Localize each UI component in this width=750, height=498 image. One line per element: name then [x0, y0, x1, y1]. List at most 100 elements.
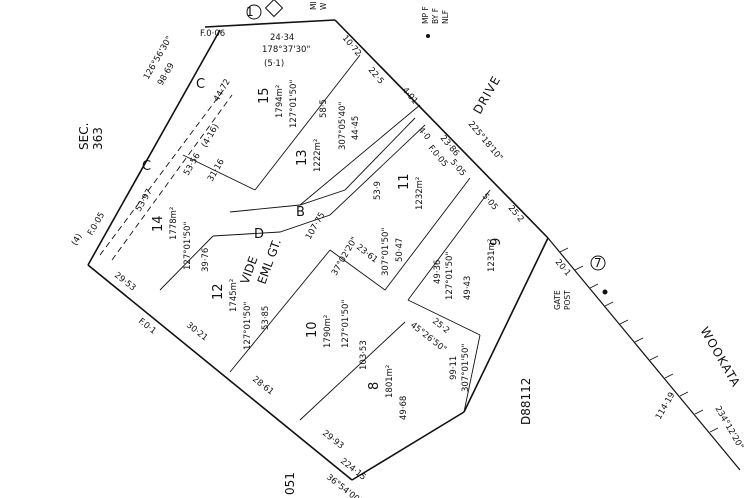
lot-14-number: 14: [151, 215, 166, 232]
drive-label: DRIVE: [470, 73, 503, 116]
lot-13-bearing: 307°05'40": [338, 102, 348, 150]
dim-gate201: 20·1: [553, 258, 573, 279]
lot-8-area: 1801m²: [385, 365, 395, 398]
lot-10-side: 103·53: [359, 340, 369, 370]
dim-w5397: 53·97: [134, 187, 155, 213]
lot-8-number: 8: [367, 382, 382, 390]
fragment-bottom: 051: [283, 472, 297, 495]
lot-8-side: 99·11: [449, 356, 459, 380]
lot9-lot8: [407, 299, 481, 336]
lot-13-number: 13: [295, 149, 310, 166]
lot-10-bearing: 127°01'50": [341, 300, 351, 348]
dim-brg3702: 37°02'20": [330, 235, 360, 277]
lot-11-bearing: 307°01'50": [381, 228, 391, 276]
gate-post-line2: POST: [563, 290, 572, 310]
lot-9-side2: 49·43: [463, 276, 473, 300]
gate-post-point: [602, 289, 608, 295]
lot-12-number: 12: [211, 283, 226, 300]
dim-drive-brg: 225°18'10": [466, 120, 505, 164]
lot8-east: [463, 334, 481, 413]
dim-w3021: 30·21: [184, 320, 209, 343]
dashed-easement-2: [111, 94, 233, 261]
wookata-road-edge: [547, 237, 741, 471]
lot-12-area: 1745m²: [229, 279, 239, 312]
lot-13-side: 44·45: [351, 116, 361, 140]
left-boundary: [87, 29, 221, 266]
south-boundary: [87, 264, 353, 481]
dim-w4472: 44·72: [212, 77, 233, 103]
lot-11-side2: 53·9: [373, 181, 383, 200]
dim-top-len: 24·34: [270, 33, 294, 43]
note-right-1: MP F: [421, 6, 430, 24]
lot8-bottom: [351, 411, 465, 481]
mark-c1: C: [142, 159, 151, 174]
section-line1: SEC.: [77, 123, 91, 150]
lot15-lot13: [182, 154, 256, 191]
road-hatching: [559, 247, 719, 433]
mark-d: D: [254, 227, 264, 242]
lot11-east: [329, 177, 471, 291]
note-mid-2: W G: [319, 0, 328, 10]
dim-e4-0: 4·0: [416, 126, 432, 143]
circle-1-label: 1: [246, 5, 254, 19]
dim-w2361: 23·61: [354, 242, 379, 265]
lot-8-side2: 49·68: [399, 396, 409, 420]
dim-lot9-front: 25·2: [506, 204, 526, 225]
circle-7-label: 7: [594, 256, 602, 270]
east-boundary: [463, 237, 549, 413]
dim-w2993: 29·93: [320, 428, 345, 451]
dim-w2861: 28·61: [250, 374, 275, 397]
lot-8-bearing: 307°01'50": [461, 344, 471, 392]
circle-7-mark: [590, 255, 606, 271]
deposited-plan-label: D88112: [519, 378, 533, 425]
lot-15-bearing: 127°01'50": [289, 80, 299, 128]
lot-14-side: 39·76: [201, 248, 211, 272]
dim-wook-len: 114·19: [654, 391, 678, 422]
lot10-lot8-line: [299, 321, 406, 421]
access-south: [212, 124, 426, 237]
dim-f006: F.0·06: [200, 29, 225, 39]
lot-15-number: 15: [257, 87, 272, 104]
lot13-east: [299, 104, 421, 206]
lot-11-side: 50·47: [395, 238, 405, 262]
dim-top-ref: (5·1): [264, 59, 284, 69]
lot-9-number: 9: [489, 238, 504, 246]
mark-b: B: [296, 205, 305, 220]
mark-c2: C: [196, 77, 205, 92]
dim-w416: (4·16): [200, 122, 221, 149]
lot-11-number: 11: [397, 173, 412, 190]
lot-9-side: 49·36: [433, 260, 443, 284]
lot-13-area: 1222m²: [313, 139, 323, 172]
lot-15-area: 1794m²: [275, 85, 285, 118]
wookata-label: WOOKATA: [697, 325, 743, 390]
note-mid-1: MI: [309, 1, 318, 10]
north-east-boundary: [334, 19, 549, 239]
lot-10-number: 10: [305, 321, 320, 338]
gate-post-line1: GATE: [553, 290, 562, 310]
dim-s505b: 5·05: [480, 192, 500, 213]
section-line2: 363: [91, 127, 105, 150]
dim-w5356: 53·56: [182, 151, 203, 177]
survey-mark-diamond: [264, 0, 284, 18]
dim-w3116: 31·16: [206, 157, 227, 183]
lot-11-area: 1232m²: [415, 177, 425, 210]
lot9-west: [407, 189, 491, 301]
dim-f005b: F.0·05: [86, 211, 107, 238]
dim-s505a: 5·05: [448, 158, 468, 179]
lot12-lot10-line: [229, 249, 331, 373]
lot-9-bearing: 127°01'50": [445, 252, 455, 300]
dim-top-brg: 178°37'30": [262, 45, 310, 55]
north-boundary: [204, 19, 336, 28]
lot-10-area: 1790m²: [323, 315, 333, 348]
dim-w10775: 107·75: [304, 211, 328, 242]
access-north: [229, 117, 416, 213]
lot15-east: [254, 54, 361, 191]
lot-12-bearing: 127°01'50": [243, 302, 253, 350]
lot-12-side: 53·85: [261, 306, 271, 330]
lot-14-area: 1778m²: [169, 207, 179, 240]
dim-w4: (4): [70, 232, 85, 247]
lot-14-bearing: 127°01'50": [183, 222, 193, 270]
dim-w2953: 29·53: [112, 270, 137, 293]
